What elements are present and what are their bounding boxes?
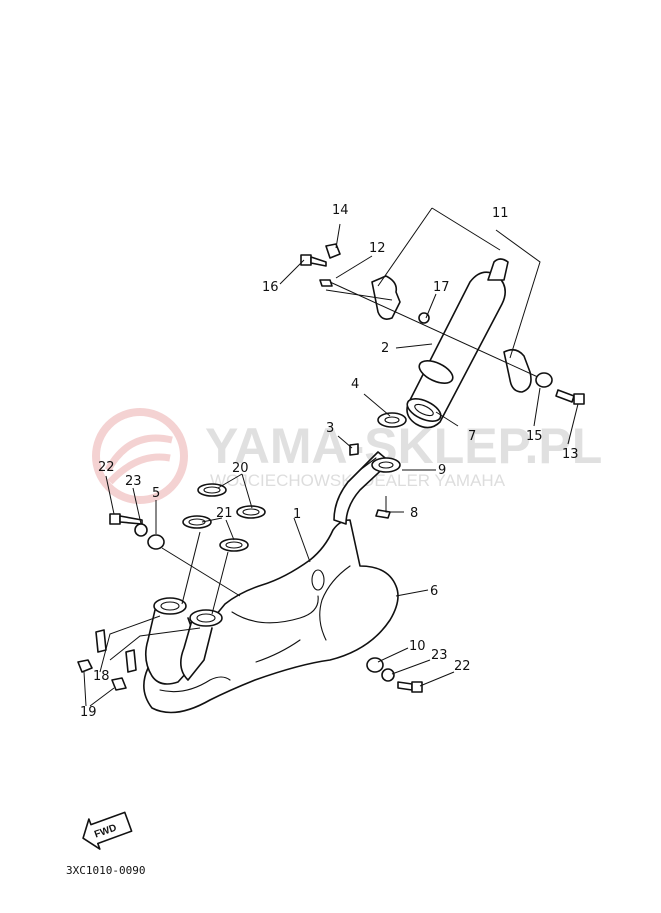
callout-5: 5 bbox=[152, 486, 160, 501]
joint-gaskets bbox=[371, 412, 407, 473]
callout-20: 20 bbox=[232, 461, 249, 476]
callout-23-left: 23 bbox=[125, 474, 142, 489]
callouts: 1 2 3 4 5 6 7 8 9 10 11 12 13 14 15 16 1… bbox=[80, 203, 579, 720]
callout-21: 21 bbox=[216, 506, 233, 521]
callout-22-left: 22 bbox=[98, 460, 115, 475]
callout-3: 3 bbox=[326, 421, 334, 436]
silencer bbox=[406, 258, 509, 429]
callout-8: 8 bbox=[410, 506, 418, 521]
callout-10: 10 bbox=[409, 639, 426, 654]
callout-17: 17 bbox=[433, 280, 450, 295]
callout-18: 18 bbox=[93, 669, 110, 684]
callout-16: 16 bbox=[262, 280, 279, 295]
callout-15: 15 bbox=[526, 429, 543, 444]
callout-4: 4 bbox=[351, 377, 359, 392]
callout-23-right: 23 bbox=[431, 648, 448, 663]
leader-lines bbox=[83, 207, 579, 707]
callout-19: 19 bbox=[80, 705, 97, 720]
gaskets bbox=[182, 483, 266, 552]
fasteners bbox=[77, 243, 585, 693]
callout-22-right: 22 bbox=[454, 659, 471, 674]
callout-7: 7 bbox=[468, 429, 476, 444]
callout-13: 13 bbox=[562, 447, 579, 462]
callout-6: 6 bbox=[430, 584, 438, 599]
exhaust-chamber bbox=[143, 519, 399, 714]
callout-14: 14 bbox=[332, 203, 349, 218]
callout-11: 11 bbox=[492, 206, 509, 221]
callout-1: 1 bbox=[293, 507, 301, 522]
callout-12: 12 bbox=[369, 241, 386, 256]
fwd-arrow-icon: FWD bbox=[82, 811, 133, 850]
callout-2: 2 bbox=[381, 341, 389, 356]
header-pipes bbox=[144, 597, 223, 685]
diagram-code: 3XC1010-0090 bbox=[66, 864, 145, 877]
silencer-bracket bbox=[325, 275, 541, 393]
watermark-logo-icon bbox=[92, 408, 188, 504]
callout-9: 9 bbox=[438, 463, 446, 478]
watermark-text: YAMA-SKLEP.PL bbox=[205, 418, 602, 474]
